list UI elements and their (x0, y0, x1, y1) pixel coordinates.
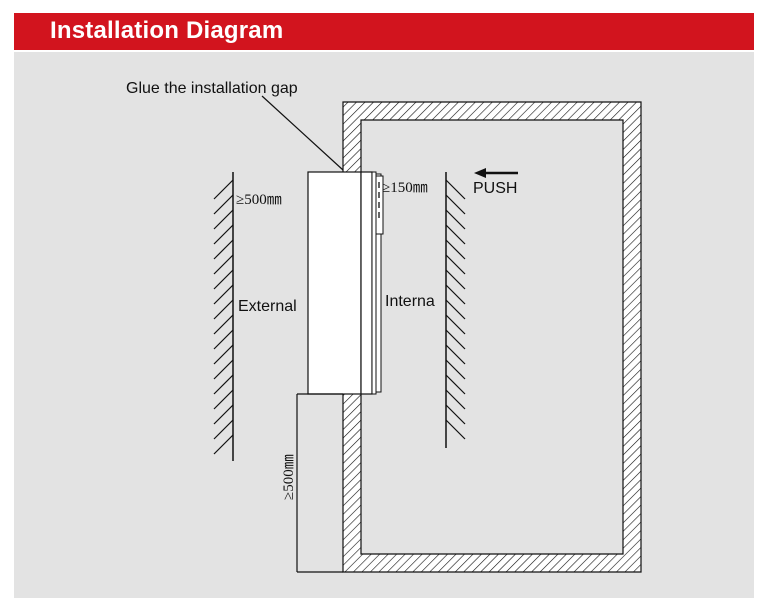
ac-unit-wall-section (360, 171, 373, 395)
page-title: Installation Diagram (50, 17, 284, 44)
ac-unit-grille-panel (375, 173, 382, 393)
external-obstacle-wall (213, 172, 234, 461)
push-label: PUSH (473, 180, 517, 197)
header-bar: Installation Diagram (14, 13, 754, 50)
glue-label: Glue the installation gap (126, 80, 298, 97)
clearance-top-internal-label: ≥150㎜ (382, 180, 428, 196)
room-wall (342, 101, 642, 573)
glue-leader-line (261, 95, 344, 171)
ac-unit-external-body (307, 171, 362, 395)
internal-label: Interna (385, 293, 435, 310)
push-arrow-icon (474, 168, 518, 178)
external-label: External (238, 298, 297, 315)
clearance-top-external-label: ≥500㎜ (236, 192, 282, 208)
internal-obstacle-wall (445, 172, 466, 448)
ac-unit-front-panel (371, 171, 377, 395)
clearance-bottom-label: ≥500㎜ (281, 454, 297, 500)
ac-unit (307, 171, 384, 395)
bottom-clearance-dimension (296, 393, 343, 573)
